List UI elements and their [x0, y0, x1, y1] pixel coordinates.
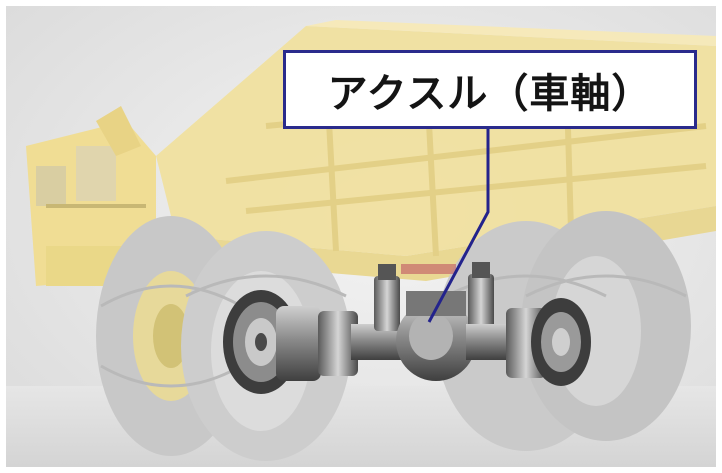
axle-callout-label: アクスル（車軸）: [327, 70, 653, 117]
axle-callout-box: アクスル（車軸）: [283, 50, 697, 129]
